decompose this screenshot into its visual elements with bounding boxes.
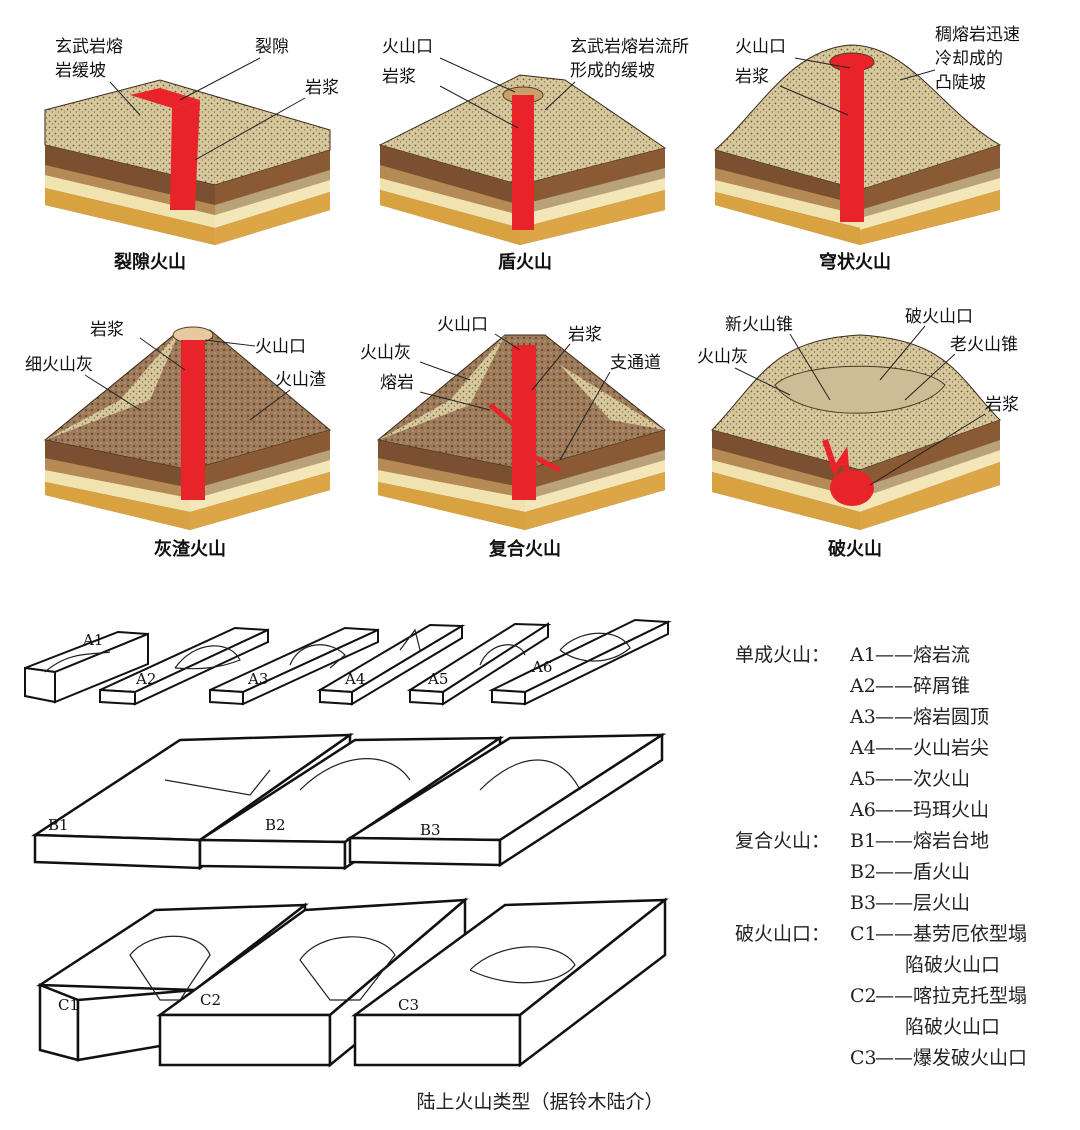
caption-caldera: 破火山: [828, 538, 882, 560]
legend-a2-text: ——碎屑锥: [875, 675, 970, 697]
legend-c2-text: ——喀拉克托型塌: [875, 985, 1027, 1007]
volcano-captions: 裂隙火山 盾火山 穹状火山 灰渣火山 复合火山 破火山: [113, 251, 891, 560]
label-new-cone: 新火山锥: [725, 315, 793, 335]
legend-b3-key: B3: [850, 892, 876, 914]
label-crater-2: 火山口: [382, 37, 433, 57]
label-magma-6: 岩浆: [985, 395, 1019, 415]
legend-b1-text: ——熔岩台地: [875, 830, 989, 852]
fissure-volcano-illustration: [44, 79, 331, 245]
tag-a4: A4: [344, 670, 365, 688]
legend-b3-text: ——层火山: [875, 892, 970, 914]
tag-c2: C2: [200, 991, 221, 1009]
label-ash-5: 火山灰: [360, 343, 411, 363]
label-scoria: 火山渣: [275, 370, 326, 390]
label-magma-3: 岩浆: [735, 67, 769, 87]
legend-c1-text: ——基劳厄依型塌: [875, 923, 1027, 945]
label-viscous-lava-2: 冷却成的: [935, 49, 1003, 69]
legend-c1-key: C1: [850, 923, 877, 945]
label-viscous-lava-1: 稠熔岩迅速: [935, 25, 1020, 45]
figure-caption: 陆上火山类型（据铃木陆介）: [416, 1091, 663, 1113]
legend-b2-key: B2: [850, 861, 876, 883]
legend-a4-key: A4: [849, 737, 876, 759]
tag-a1: A1: [82, 631, 103, 649]
label-basalt-flow-2: 形成的缓坡: [570, 61, 655, 81]
caption-fissure: 裂隙火山: [113, 251, 186, 273]
row-b-blocks: [30, 732, 667, 871]
row-a-features: [44, 628, 631, 673]
label-magma-1: 岩浆: [305, 78, 339, 98]
legend-a1-key: A1: [849, 644, 876, 666]
legend-a1-text: ——熔岩流: [875, 644, 970, 666]
row-b-tags: B1 B2 B3: [48, 816, 441, 839]
label-crater-4: 火山口: [255, 337, 306, 357]
volcano-labels: 玄武岩熔 岩缓坡 裂隙 岩浆 火山口 岩浆 玄武岩熔岩流所 形成的缓坡 火山口 …: [25, 25, 1020, 486]
legend-a5-text: ——次火山: [875, 768, 970, 790]
label-crater-3: 火山口: [735, 37, 786, 57]
legend-a6-text: ——玛珥火山: [875, 799, 989, 821]
label-basalt-slope-2: 岩缓坡: [55, 61, 106, 81]
label-magma-2: 岩浆: [382, 67, 416, 87]
legend-c3-text: ——爆发破火山口: [875, 1047, 1027, 1069]
legend-a4-text: ——火山岩尖: [875, 737, 989, 759]
tag-b3: B3: [420, 821, 441, 839]
legend-group-caldera: 破火山口：: [735, 923, 830, 945]
label-crater-5: 火山口: [437, 315, 488, 335]
label-magma-5: 岩浆: [568, 325, 602, 345]
legend-group-composite: 复合火山：: [735, 830, 830, 852]
label-viscous-lava-3: 凸陡坡: [935, 73, 986, 93]
row-c-tags: C1 C2 C3: [58, 991, 419, 1014]
legend-b2-text: ——盾火山: [875, 861, 970, 883]
legend-c1-cont: 陷破火山口: [905, 954, 1000, 976]
dome-volcano-illustration: [713, 44, 1002, 245]
label-fine-ash: 细火山灰: [25, 355, 93, 375]
label-basalt-slope-1: 玄武岩熔: [55, 37, 123, 57]
label-magma-4: 岩浆: [90, 320, 124, 340]
label-fissure: 裂隙: [255, 37, 289, 57]
row-a-tags: A1 A2 A3 A4 A5 A6: [82, 631, 552, 688]
legend-group-monogenetic: 单成火山：: [735, 644, 830, 666]
row-c-blocks: [35, 897, 669, 1068]
legend: 单成火山： A1 ——熔岩流 A2 ——碎屑锥 A3 ——熔岩圆顶 A4 ——火…: [735, 644, 1027, 1069]
caption-shield: 盾火山: [498, 252, 552, 273]
tag-a5: A5: [427, 670, 448, 688]
label-ash-6: 火山灰: [697, 347, 748, 367]
legend-a2-key: A2: [849, 675, 876, 697]
caldera-volcano-illustration: [711, 334, 1001, 530]
composite-volcano-illustration: [376, 334, 667, 530]
caption-composite: 复合火山: [488, 538, 561, 560]
tag-b2: B2: [265, 816, 286, 834]
legend-b1-key: B1: [850, 830, 876, 852]
row-b-features: [164, 758, 581, 796]
tag-a6: A6: [531, 658, 552, 676]
tag-a3: A3: [247, 670, 268, 688]
row-c-features: [129, 935, 576, 1001]
legend-a3-key: A3: [849, 706, 876, 728]
label-caldera-6: 破火山口: [905, 307, 973, 327]
cinder-volcano-illustration: [43, 326, 332, 530]
legend-a3-text: ——熔岩圆顶: [875, 706, 989, 728]
caption-cinder: 灰渣火山: [154, 538, 226, 560]
row-a-blocks: [24, 618, 672, 706]
legend-a5-key: A5: [849, 768, 876, 790]
legend-c2-cont: 陷破火山口: [905, 1016, 1000, 1038]
label-branch-vent: 支通道: [610, 353, 661, 373]
legend-c2-key: C2: [850, 985, 877, 1007]
legend-c3-key: C3: [850, 1047, 877, 1069]
legend-a6-key: A6: [849, 799, 876, 821]
label-old-cone: 老火山锥: [950, 335, 1018, 355]
caption-dome: 穹状火山: [819, 251, 891, 273]
shield-volcano-illustration: [378, 74, 667, 245]
tag-c1: C1: [58, 996, 79, 1014]
tag-b1: B1: [48, 816, 69, 834]
label-lava-5: 熔岩: [380, 373, 414, 393]
tag-a2: A2: [135, 670, 156, 688]
label-basalt-flow-1: 玄武岩熔岩流所: [570, 37, 689, 57]
tag-c3: C3: [398, 996, 419, 1014]
